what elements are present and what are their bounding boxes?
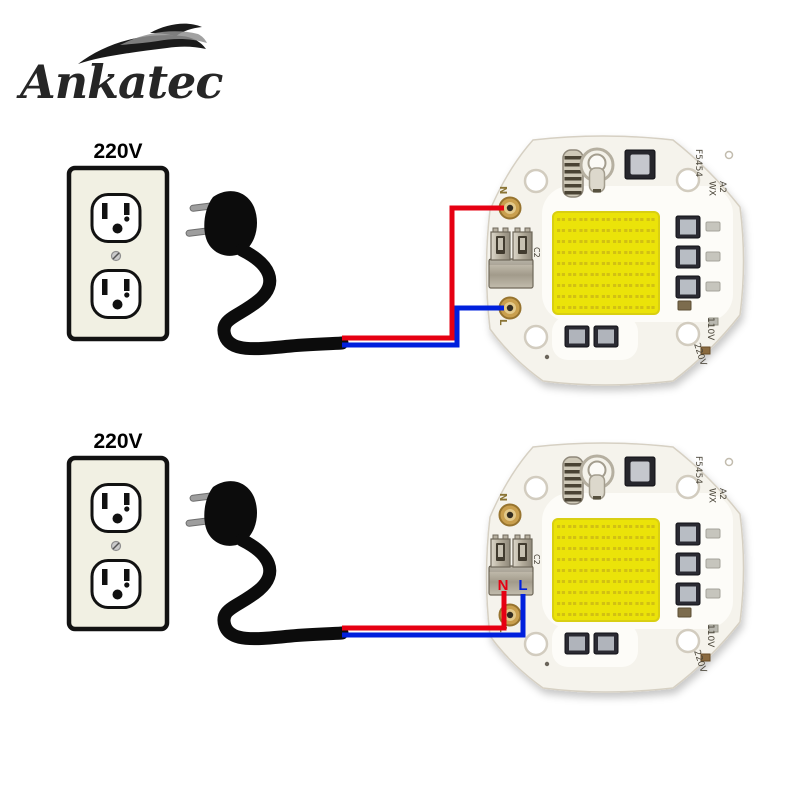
- outlet-voltage-label: 220V: [93, 140, 142, 163]
- power-plug: [186, 191, 342, 349]
- neutral-wire-blue: [342, 594, 526, 638]
- power-plug: [186, 481, 342, 639]
- wiring-diagram-2: 220V N L: [69, 430, 744, 692]
- brand-name-text: Ankatec: [16, 55, 223, 109]
- led-cob-module: [487, 443, 744, 692]
- wiring-diagram-1: 220V: [69, 136, 744, 385]
- logo-swoosh-icon: [78, 23, 207, 64]
- wall-outlet: [69, 168, 167, 339]
- neutral-wire-blue: [342, 305, 504, 348]
- live-wire-red: [342, 205, 504, 341]
- wire-label-n: N: [498, 577, 509, 594]
- wall-outlet: [69, 458, 167, 629]
- live-wire-red: [342, 591, 507, 631]
- led-cob-module: [487, 136, 744, 385]
- brand-logo: Ankatec: [16, 23, 224, 109]
- wire-label-l: L: [518, 577, 527, 594]
- outlet-voltage-label: 220V: [93, 430, 142, 453]
